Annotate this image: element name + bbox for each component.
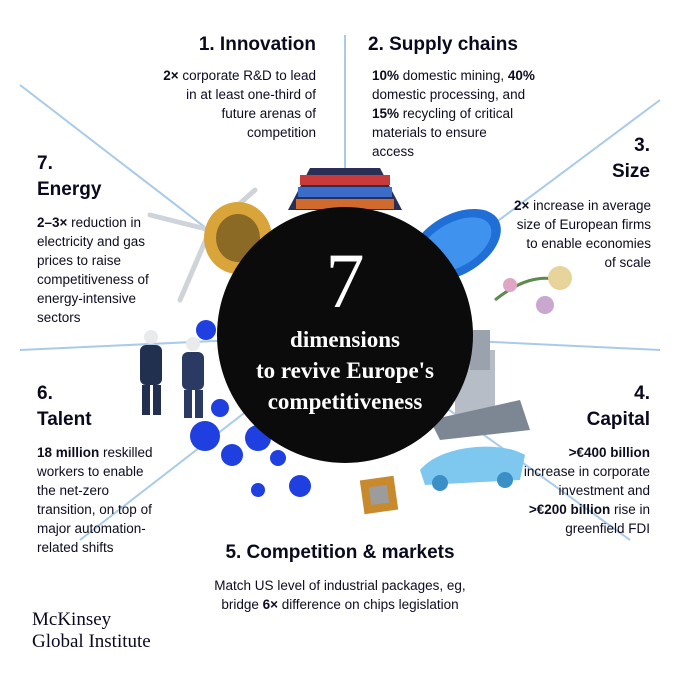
city-buildings-image — [430, 330, 530, 440]
center-number: 7 — [325, 237, 365, 324]
talent-title: Talent — [37, 409, 92, 430]
flower-image — [494, 266, 572, 314]
size-title: Size — [611, 161, 650, 182]
energy-title: Energy — [37, 179, 102, 200]
brand-line-1: McKinsey — [32, 609, 112, 630]
center-disc: 7 dimensions to revive Europe's competit… — [217, 207, 473, 463]
energy-text: 2–3× reduction in electricity and gas pr… — [37, 215, 149, 325]
center-line-1: dimensions — [290, 327, 400, 352]
talent-text: 18 million reskilled workers to enable t… — [37, 445, 153, 555]
innovation-text: 2× corporate R&D to lead in at least one… — [163, 68, 316, 140]
capital-title: Capital — [586, 409, 650, 430]
cpu-chip-image — [359, 475, 399, 515]
innovation-title: 1. Innovation — [198, 34, 316, 55]
competition-title: 5. Competition & markets — [225, 542, 455, 563]
size-title-number: 3. — [634, 135, 650, 156]
competition-text: Match US level of industrial packages, e… — [214, 578, 466, 612]
concept-car-image — [420, 446, 525, 491]
energy-title-number: 7. — [37, 153, 53, 174]
center-line-2: to revive Europe's — [255, 358, 435, 383]
capital-text: >€400 billion increase in corporate inve… — [523, 445, 650, 536]
brand-line-2: Global Institute — [32, 631, 151, 652]
supply-chains-text: 10% domestic mining, 40% domestic proces… — [372, 68, 535, 159]
blue-spheres-image — [190, 320, 311, 497]
size-text: 2× increase in average size of European … — [514, 198, 651, 270]
container-ship-image — [288, 168, 402, 210]
capital-title-number: 4. — [634, 383, 650, 404]
center-line-3: competitiveness — [267, 389, 423, 414]
talent-title-number: 6. — [37, 383, 53, 404]
workers-image — [140, 330, 204, 418]
mckinsey-global-institute-logo: McKinsey Global Institute — [32, 609, 151, 653]
supply-chains-title: 2. Supply chains — [368, 34, 518, 55]
